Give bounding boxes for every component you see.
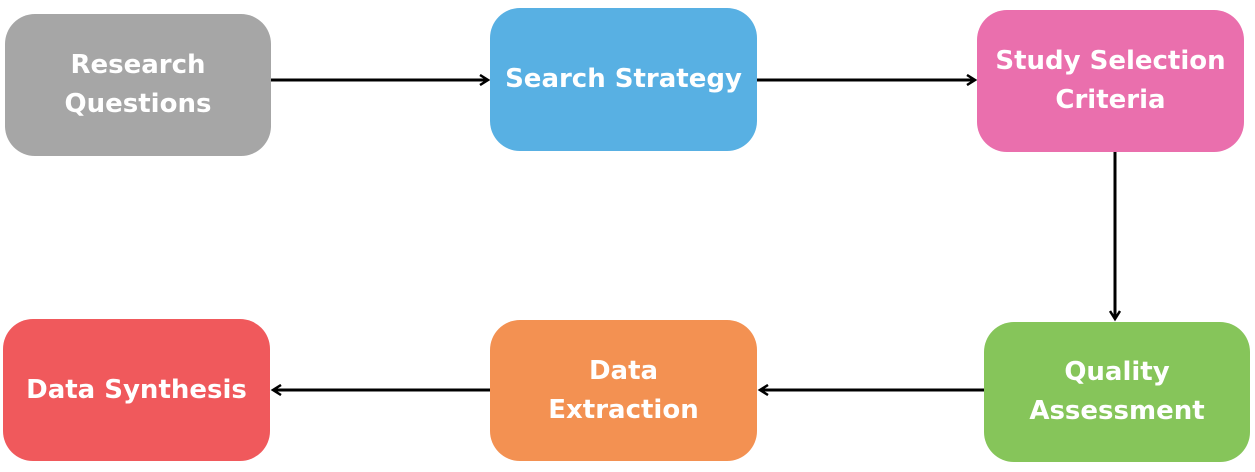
study-selection-criteria-box: Study Selection Criteria (977, 10, 1244, 152)
research-questions-box: Research Questions (5, 14, 271, 156)
data-synthesis-box: Data Synthesis (3, 319, 270, 461)
quality-assessment-box: Quality Assessment (984, 322, 1250, 462)
study-selection-criteria-label: Study Selection Criteria (995, 46, 1226, 115)
search-strategy-box: Search Strategy (490, 8, 757, 151)
search-strategy-label: Search Strategy (505, 64, 742, 94)
data-extraction-label: Data Extraction (548, 355, 699, 425)
data-extraction-box: Data Extraction (490, 320, 757, 461)
research-questions-label: Research Questions (64, 50, 212, 119)
quality-assessment-label: Quality Assessment (1029, 357, 1205, 426)
data-synthesis-label: Data Synthesis (26, 374, 247, 405)
